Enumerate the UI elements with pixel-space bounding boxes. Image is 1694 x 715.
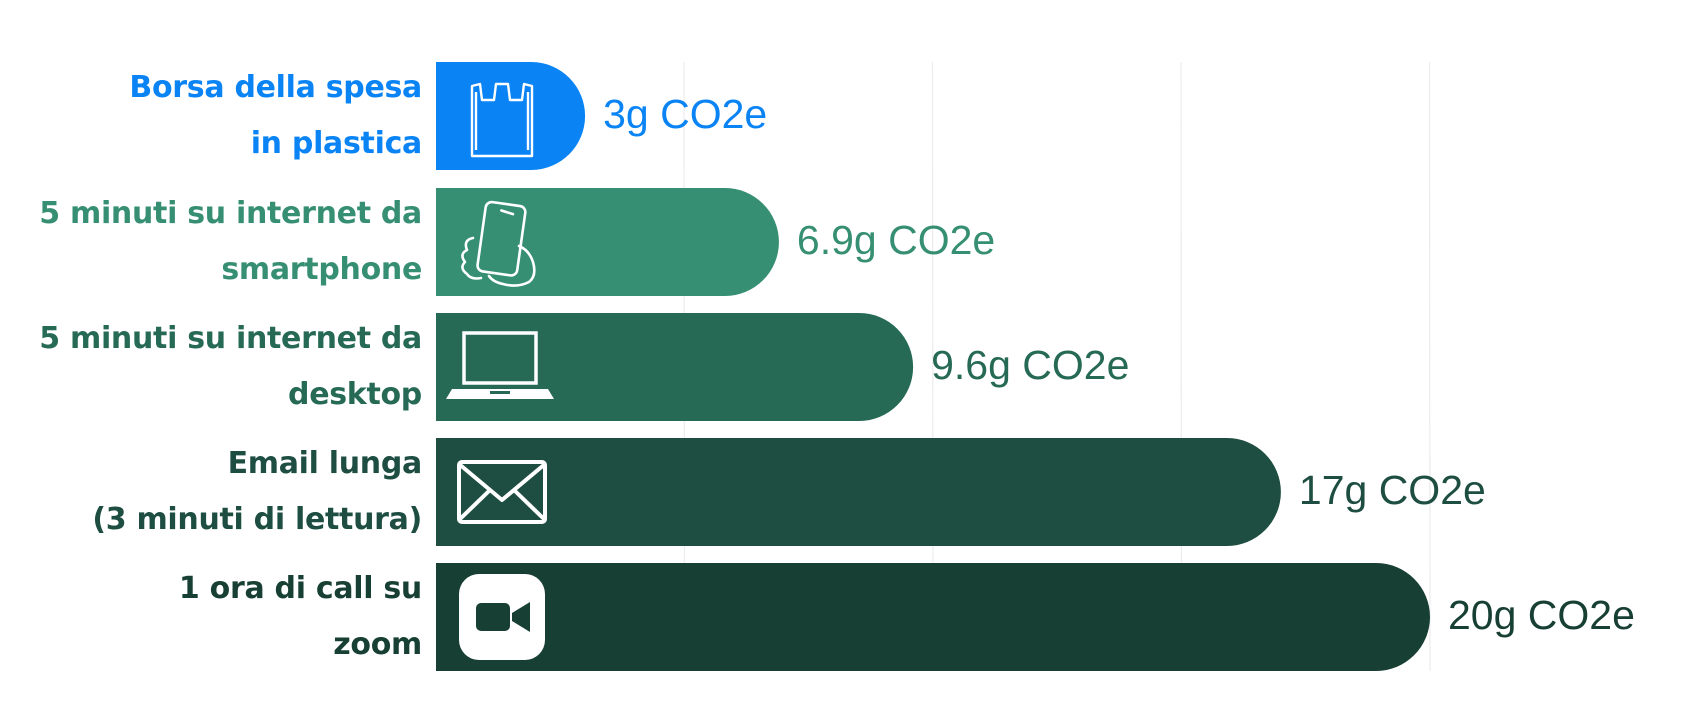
category-label: 5 minuti su internet da smartphone (22, 186, 422, 298)
category-label-line: (3 minuti di lettura) (92, 502, 422, 537)
category-label-line: desktop (288, 377, 422, 412)
category-label-line: in plastica (250, 126, 423, 161)
value-label: 17g CO2e (1298, 467, 1486, 513)
category-label: 5 minuti su internet da desktop (22, 311, 422, 423)
bar (436, 62, 586, 170)
bar-group (436, 438, 1281, 546)
category-label: Email lunga (3 minuti di lettura) (22, 436, 422, 548)
category-label-line: 5 minuti su internet da (39, 321, 422, 356)
smartphone-hand-icon (461, 200, 536, 287)
category-label: 1 ora di call su zoom (22, 561, 422, 673)
category-label-line: Email lunga (227, 446, 423, 481)
envelope-icon (457, 460, 547, 524)
bar (436, 313, 914, 421)
laptop-icon (446, 331, 554, 399)
category-label-line: 5 minuti su internet da (39, 196, 422, 231)
bar (436, 188, 779, 296)
value-label: 9.6g CO2e (931, 342, 1130, 388)
plastic-bag-icon (470, 82, 534, 158)
bar-group (436, 188, 779, 296)
category-label: Borsa della spesa in plastica (22, 60, 422, 172)
video-camera-icon (459, 574, 545, 660)
category-label-line: smartphone (221, 252, 422, 287)
category-label-line: 1 ora di call su (178, 571, 422, 606)
bar-group (436, 563, 1430, 671)
value-label: 20g CO2e (1448, 592, 1635, 638)
bar (436, 438, 1281, 546)
category-label-line: Borsa della spesa (129, 70, 422, 105)
value-label: 3g CO2e (603, 91, 768, 137)
value-label: 6.9g CO2e (796, 217, 996, 263)
bar-group (436, 62, 586, 170)
category-label-line: zoom (333, 627, 422, 662)
gridline (1428, 61, 1431, 672)
bar (436, 563, 1430, 671)
bar-group (436, 313, 914, 421)
